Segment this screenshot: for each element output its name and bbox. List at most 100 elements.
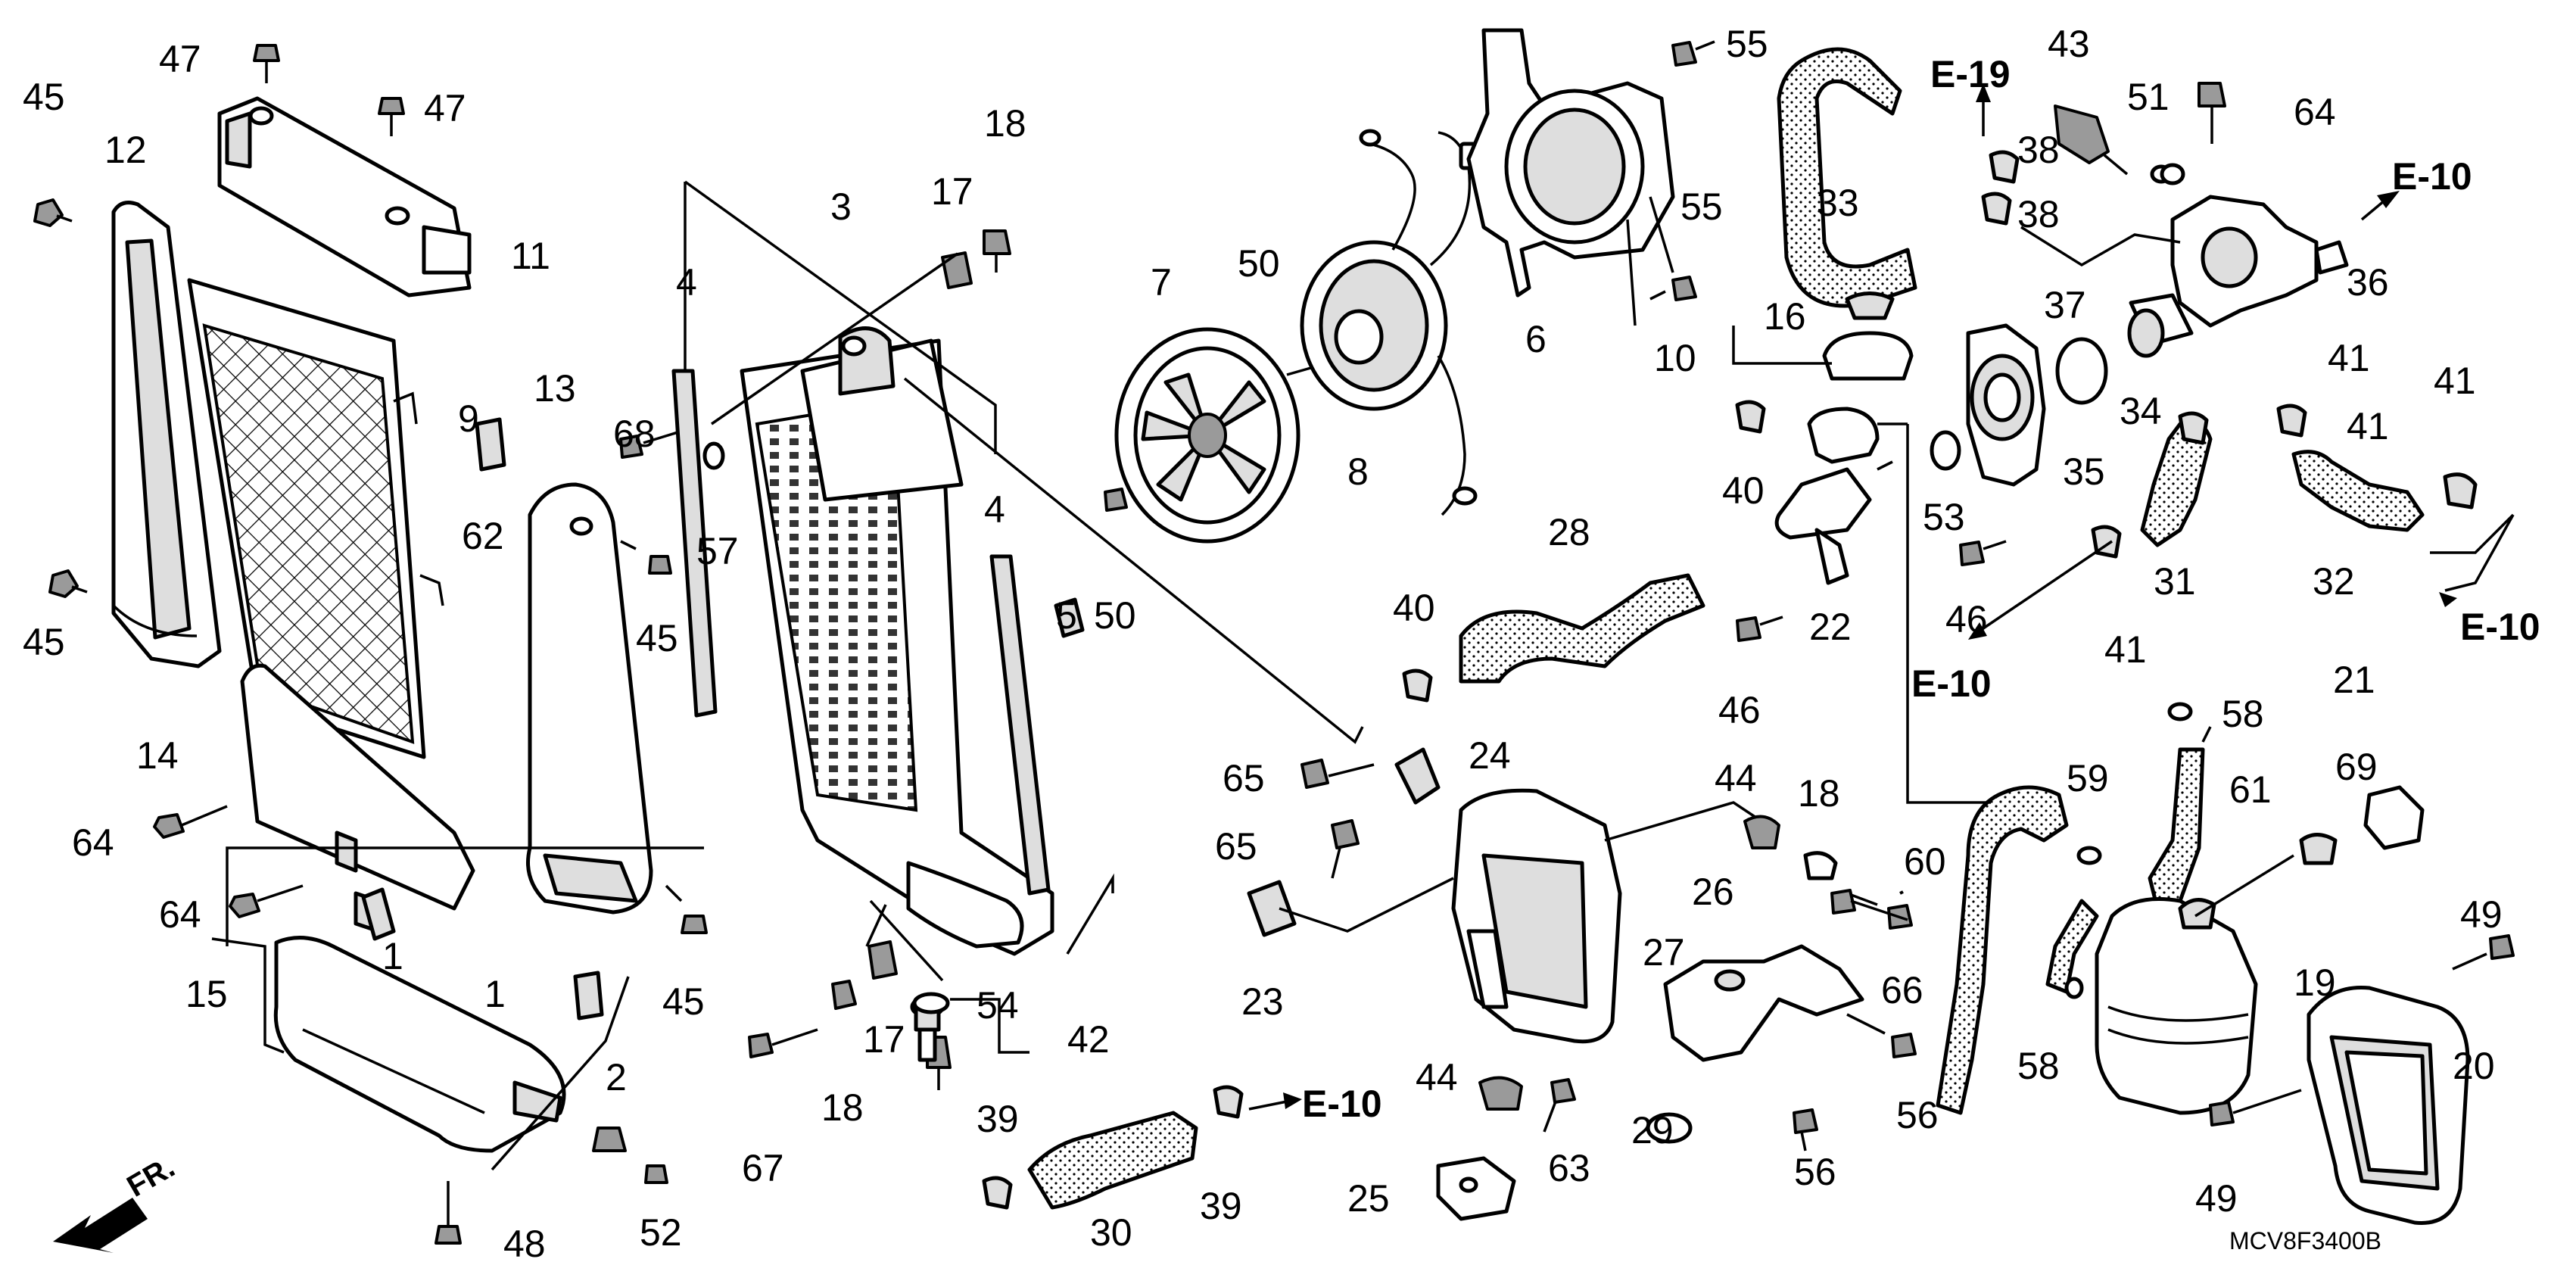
label-45-c: 45: [636, 617, 678, 659]
pump-fasteners: [1649, 40, 2226, 642]
sensor-group: [912, 992, 1029, 1062]
label-56-a: 56: [1896, 1094, 1939, 1136]
label-4-a: 4: [676, 261, 697, 304]
mount-bracket: [1436, 944, 1864, 1221]
label-56-b: 56: [1794, 1151, 1836, 1193]
label-8: 8: [1347, 450, 1369, 493]
label-47-a: 47: [159, 38, 201, 80]
label-38-a: 38: [2017, 129, 2060, 171]
label-4-b: 4: [984, 488, 1005, 531]
label-53: 53: [1923, 496, 1965, 538]
label-59: 59: [2067, 757, 2109, 799]
label-39-a: 39: [977, 1098, 1019, 1140]
diagram-code: MCV8F3400B: [2229, 1227, 2381, 1254]
label-34: 34: [2120, 390, 2162, 432]
reference-labels: E-19 E-10 E-10 E-10 E-10: [1302, 53, 2540, 1125]
ref-e10-b: E-10: [2460, 606, 2540, 648]
label-32: 32: [2313, 560, 2355, 603]
label-68: 68: [613, 413, 656, 455]
label-45-d: 45: [662, 980, 705, 1023]
label-10: 10: [1654, 337, 1696, 379]
label-18-c: 18: [1798, 772, 1840, 815]
label-39-b: 39: [1200, 1185, 1242, 1227]
label-60: 60: [1904, 840, 1946, 883]
radiator-shroud-right: [526, 482, 653, 915]
label-55-a: 55: [1726, 23, 1768, 65]
label-66: 66: [1881, 969, 1923, 1011]
label-9: 9: [458, 397, 479, 440]
label-46-a: 46: [1718, 689, 1761, 731]
label-7: 7: [1151, 261, 1172, 304]
label-17-b: 17: [863, 1018, 905, 1061]
o-rings: [1930, 164, 2173, 471]
label-49-a: 49: [2460, 893, 2503, 936]
label-65-a: 65: [1223, 757, 1265, 799]
front-direction-label: FR.: [122, 1150, 181, 1203]
radiator-cap-group: [1774, 291, 1914, 585]
water-pump-housing: [1966, 323, 2046, 487]
label-5: 5: [1056, 594, 1077, 637]
label-41-b: 41: [2347, 405, 2389, 447]
label-25: 25: [1347, 1177, 1390, 1220]
part-labels: 45 12 47 47 11 9 45 14 64 64 15 1 1 2 52…: [23, 23, 2503, 1265]
bracket-parts: [1247, 747, 1757, 937]
fan-shroud-bracket: [1466, 28, 1675, 326]
leader-lines-center: [211, 180, 1364, 1171]
label-11: 11: [511, 235, 550, 277]
thermostat: [2127, 293, 2194, 358]
label-62: 62: [462, 515, 504, 557]
label-19: 19: [2294, 961, 2336, 1004]
connection-lines-right: [1906, 424, 2515, 804]
lower-guard: [273, 936, 566, 1153]
fan-motor: [1286, 129, 1497, 516]
label-18-b: 18: [821, 1086, 864, 1129]
ref-e10-a: E-10: [2392, 155, 2472, 198]
label-38-b: 38: [2017, 193, 2060, 235]
label-63: 63: [1548, 1147, 1590, 1189]
label-21: 21: [2333, 659, 2375, 701]
fasteners-left: [33, 44, 725, 1245]
label-36: 36: [2347, 261, 2389, 304]
upper-hose: [1777, 47, 1917, 308]
label-40-a: 40: [1393, 587, 1435, 629]
label-64-b: 64: [159, 893, 201, 936]
fan-shroud-lower: [1451, 788, 1622, 1044]
label-35: 35: [2063, 450, 2105, 493]
label-41-a: 41: [2328, 337, 2370, 379]
label-57: 57: [696, 530, 739, 572]
label-31: 31: [2154, 560, 2196, 603]
label-2: 2: [606, 1056, 627, 1098]
label-43: 43: [2048, 23, 2090, 65]
label-26: 26: [1692, 871, 1734, 913]
label-45-a: 45: [23, 76, 65, 118]
label-41-c: 41: [2434, 360, 2476, 402]
label-50-a: 50: [1094, 594, 1136, 637]
reservoir-fasteners: [2064, 702, 2515, 1127]
label-52: 52: [640, 1211, 682, 1254]
label-24: 24: [1469, 734, 1511, 777]
label-65-b: 65: [1215, 825, 1257, 868]
label-6: 6: [1525, 318, 1547, 360]
label-64-a: 64: [72, 821, 114, 864]
label-48: 48: [503, 1223, 546, 1265]
temp-sensor: [2054, 104, 2129, 176]
label-47-b: 47: [424, 87, 466, 129]
label-40-b: 40: [1722, 469, 1765, 512]
front-direction-arrow: FR.: [53, 1150, 180, 1253]
label-61: 61: [2229, 768, 2272, 811]
cooling-fan: [1114, 327, 1300, 544]
label-42: 42: [1067, 1018, 1110, 1061]
label-12: 12: [104, 129, 147, 171]
label-16: 16: [1764, 295, 1806, 338]
upper-cover: [217, 96, 472, 298]
label-28: 28: [1548, 511, 1590, 553]
ref-e10-d: E-10: [1302, 1083, 1382, 1125]
reserve-tank: [2095, 897, 2258, 1115]
clamps: [982, 150, 2478, 1210]
thermostat-cover: [2170, 195, 2349, 328]
label-30: 30: [1090, 1211, 1132, 1254]
label-23: 23: [1241, 980, 1284, 1023]
label-49-b: 49: [2195, 1177, 2238, 1220]
label-45-b: 45: [23, 621, 65, 663]
